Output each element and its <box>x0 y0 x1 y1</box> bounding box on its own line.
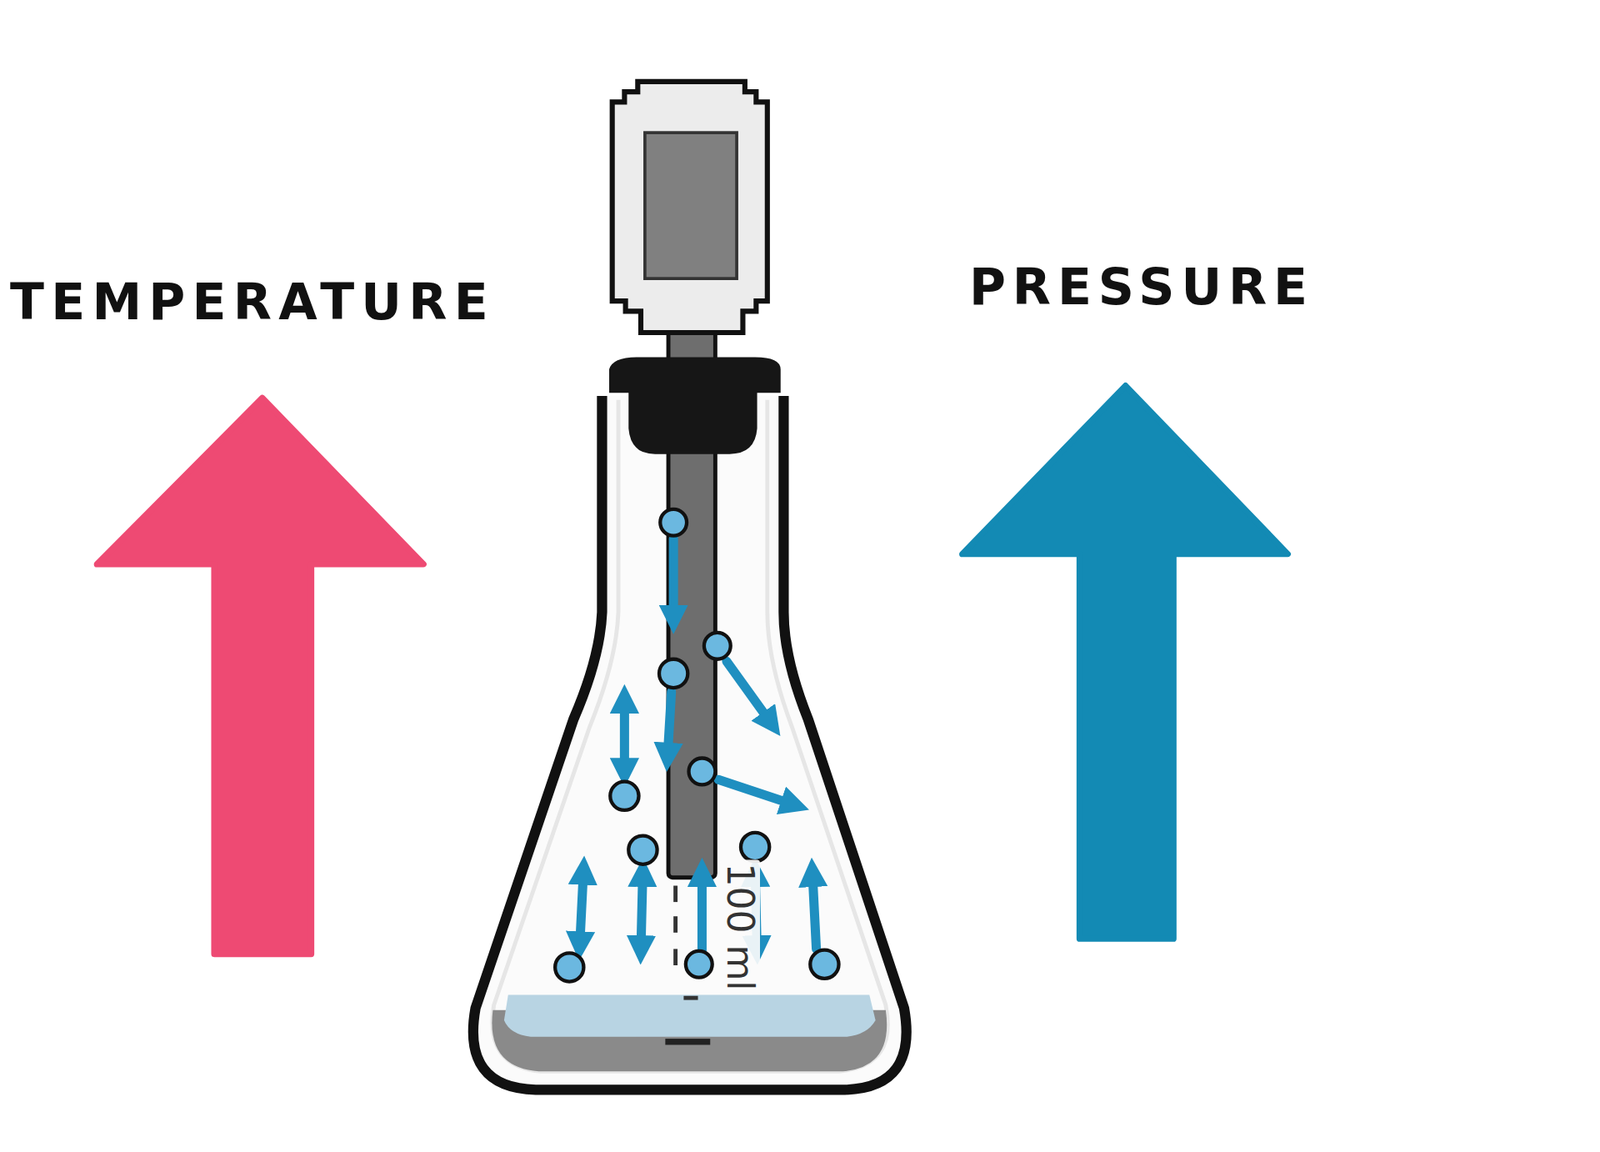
graduation-ticks <box>675 885 699 999</box>
gas-particles <box>555 509 839 982</box>
pressure-label: PRESSURE <box>969 261 1315 312</box>
thermometer-screen <box>645 132 737 279</box>
thermometer-display <box>612 81 768 333</box>
stopper <box>609 356 781 454</box>
temperature-label: TEMPERATURE <box>10 276 495 327</box>
liquid <box>504 994 876 1036</box>
motion-arrows <box>580 538 817 953</box>
temperature-arrow <box>96 397 424 954</box>
pressure-arrow <box>962 385 1289 939</box>
base-mark <box>665 1038 710 1045</box>
volume-label: 100 ml <box>720 859 760 994</box>
